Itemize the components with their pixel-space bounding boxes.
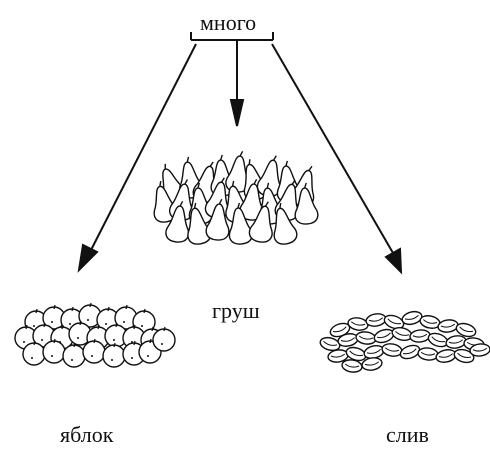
plum-icon [355, 331, 376, 346]
plum-icon [435, 348, 457, 364]
label-sliv: слив [386, 424, 429, 446]
plum-icon [373, 327, 396, 345]
label-yablok: яблок [60, 424, 113, 446]
plum-icon [409, 329, 430, 343]
plum-icon [417, 347, 438, 361]
apples-pile [15, 303, 175, 367]
label-grush: груш [212, 300, 260, 322]
plum-icon [365, 312, 387, 327]
label-mnogo: много [200, 12, 256, 34]
plum-icon [381, 342, 403, 357]
plums-pile [319, 310, 490, 374]
plum-icon [437, 319, 458, 334]
arrow-down [231, 40, 243, 126]
plum-icon [347, 316, 369, 331]
pears-pile [148, 150, 321, 246]
apple-icon [103, 343, 125, 367]
